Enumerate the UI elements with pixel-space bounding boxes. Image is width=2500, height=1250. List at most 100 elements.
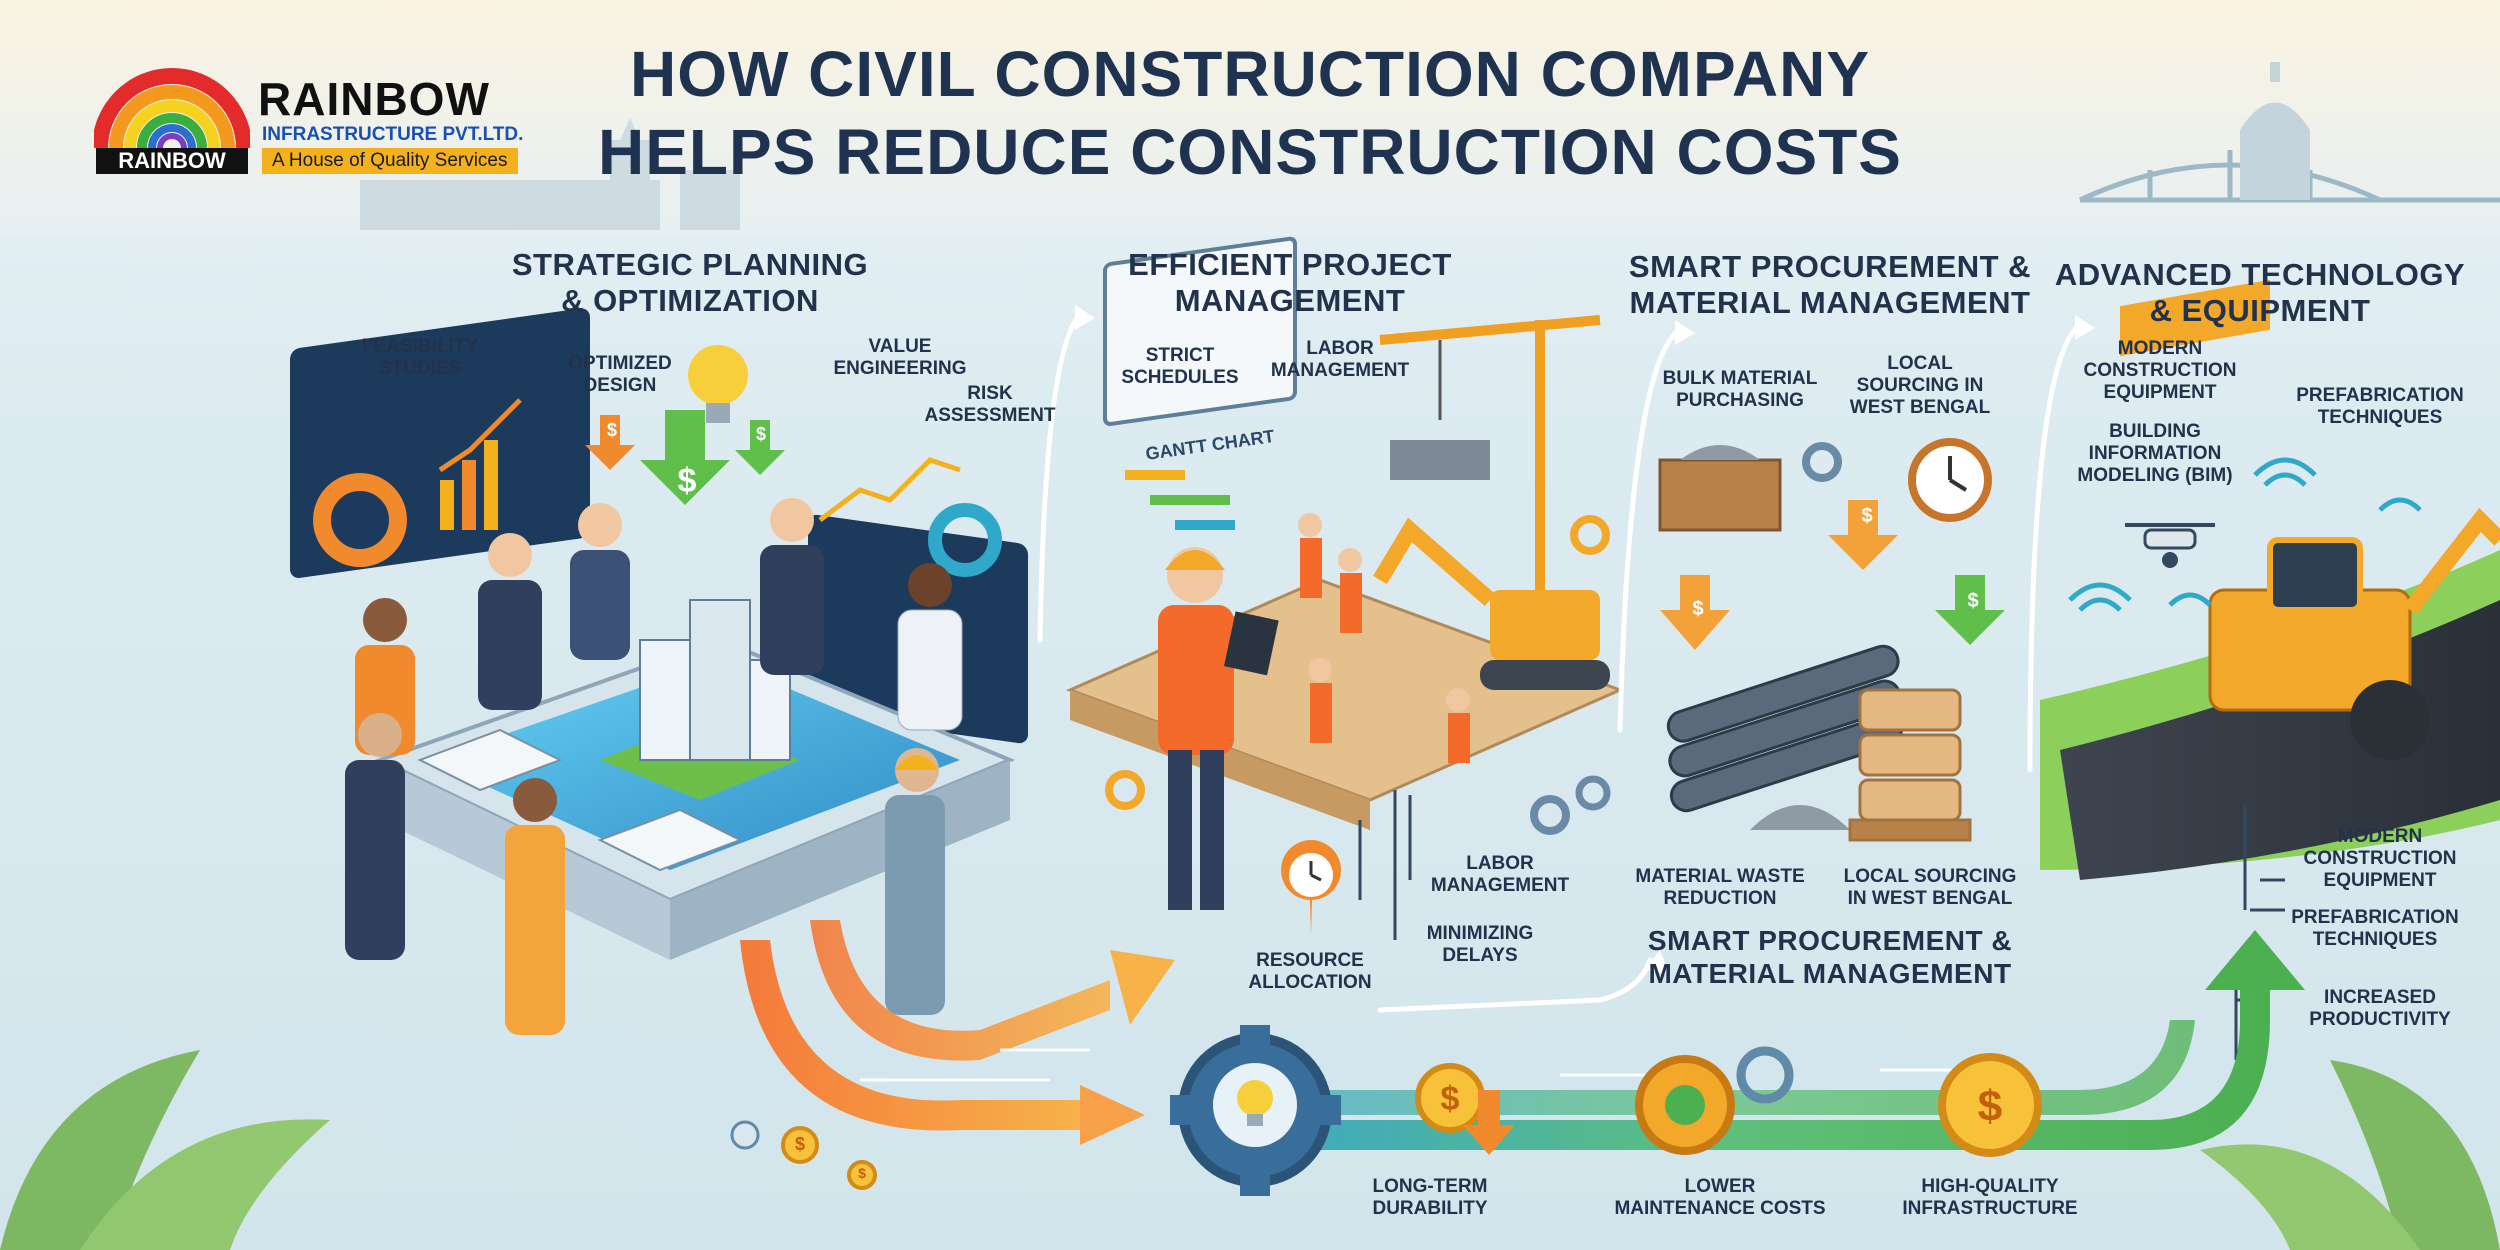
minimizing-delays-label-line-1: MINIMIZING bbox=[1426, 923, 1534, 944]
technology-scene bbox=[2040, 279, 2500, 1060]
risk-assessment-label-line-2: ASSESSMENT bbox=[924, 405, 1056, 426]
technology-heading-line-2: & EQUIPMENT bbox=[2149, 293, 2371, 328]
feasibility-label-line-1: FEASIBILITY bbox=[361, 336, 479, 357]
modern-equipment-bottom-label-line-3: EQUIPMENT bbox=[2323, 870, 2437, 891]
bulk-purchasing-label-line-2: PURCHASING bbox=[1676, 390, 1804, 411]
increased-productivity-label-line-2: PRODUCTIVITY bbox=[2309, 1009, 2451, 1030]
local-sourcing-top-label-line-3: WEST BENGAL bbox=[1849, 397, 1991, 418]
aggregate-pile bbox=[1750, 805, 1850, 830]
modern-equipment-top-label-line-3: EQUIPMENT bbox=[2103, 382, 2217, 403]
strict-schedules-label-line-1: STRICT bbox=[1145, 345, 1215, 366]
brand-subtitle: INFRASTRUCTURE PVT.LTD. bbox=[262, 124, 524, 145]
coin-down-icon bbox=[1415, 1063, 1515, 1155]
pie-chart-icon bbox=[313, 473, 407, 567]
small-coin-icons bbox=[730, 1120, 877, 1190]
project-heading-line-2: MANAGEMENT bbox=[1174, 283, 1406, 318]
gear-icon bbox=[1105, 770, 1145, 810]
prefabrication-bottom-label-line-2: TECHNIQUES bbox=[2312, 929, 2438, 950]
procurement-heading-line-2: MATERIAL MANAGEMENT bbox=[1629, 285, 2031, 320]
hard-hat-icon bbox=[1165, 550, 1225, 570]
value-engineering-label-line-1: VALUE bbox=[868, 336, 932, 357]
foliage-decoration bbox=[0, 1050, 2500, 1250]
wifi-signal-icon bbox=[2068, 457, 2422, 612]
increased-productivity-label-line-1: INCREASED bbox=[2324, 987, 2436, 1008]
currency-icon: $ bbox=[1977, 1082, 2003, 1131]
procurement-repeat-heading-line-1: SMART PROCUREMENT & bbox=[1647, 925, 2013, 956]
value-engineering-label-line-2: ENGINEERING bbox=[833, 358, 967, 379]
labor-management-top-label-line-2: MANAGEMENT bbox=[1270, 360, 1410, 381]
quality-label-line-2: INFRASTRUCTURE bbox=[1902, 1198, 2078, 1219]
strict-schedules-label-line-2: SCHEDULES bbox=[1121, 367, 1239, 388]
modern-equipment-top-label-line-1: MODERN bbox=[2117, 338, 2203, 359]
cost-down-arrow-icon bbox=[1660, 575, 1730, 650]
cost-down-arrow-icon bbox=[585, 415, 635, 470]
labor-management-bottom-label-line-1: LABOR bbox=[1466, 853, 1534, 874]
optimized-design-label-line-1: OPTIMIZED bbox=[568, 353, 672, 374]
foreman-with-tablet bbox=[1158, 547, 1279, 910]
currency-icon: $ bbox=[1967, 590, 1979, 612]
maintenance-label-line-1: LOWER bbox=[1684, 1176, 1756, 1197]
planning-scene bbox=[290, 308, 1028, 1035]
modern-equipment-top-label-line-2: CONSTRUCTION bbox=[2083, 360, 2237, 381]
currency-icon: $ bbox=[755, 424, 766, 444]
connector-arrowheads bbox=[1075, 305, 2095, 975]
bim-label-line-2: INFORMATION bbox=[2088, 443, 2222, 464]
resource-allocation-label-line-2: ALLOCATION bbox=[1248, 972, 1372, 993]
brand-name: RAINBOW bbox=[258, 73, 490, 125]
cement-bags-stack bbox=[1848, 688, 1972, 842]
procurement-scene bbox=[1658, 438, 2005, 842]
hard-hat-icon bbox=[895, 755, 939, 770]
local-sourcing-top-label-line-2: SOURCING IN bbox=[1856, 375, 1984, 396]
minimizing-delays-label-line-2: DELAYS bbox=[1442, 945, 1518, 966]
rainbow-logo-icon bbox=[94, 68, 250, 149]
procurement-repeat-heading-line-2: MATERIAL MANAGEMENT bbox=[1648, 958, 2012, 989]
city-skyline-left bbox=[360, 118, 740, 230]
road-paver-machine bbox=[2120, 279, 2500, 760]
waste-reduction-label-line-2: REDUCTION bbox=[1663, 888, 1777, 909]
planning-heading-line-1: STRATEGIC PLANNING bbox=[511, 247, 869, 282]
waste-reduction-label-line-1: MATERIAL WASTE bbox=[1635, 866, 1805, 887]
currency-icon: $ bbox=[858, 1165, 866, 1181]
coin-icon bbox=[1938, 1053, 2042, 1157]
gear-icon bbox=[1570, 515, 1610, 555]
cost-down-arrow-icon bbox=[1828, 500, 1898, 570]
durability-label-line-2: DURABILITY bbox=[1372, 1198, 1488, 1219]
maintenance-gear-icon bbox=[1635, 1046, 1794, 1155]
main-title-line-2: HELPS REDUCE CONSTRUCTION COSTS bbox=[598, 116, 1902, 188]
local-sourcing-bottom-label-line-1: LOCAL SOURCING bbox=[1843, 866, 2017, 887]
currency-icon: $ bbox=[677, 462, 697, 500]
excavator bbox=[1373, 517, 1610, 690]
clock-icon bbox=[1908, 438, 1992, 522]
currency-icon: $ bbox=[606, 420, 617, 440]
local-sourcing-top-label-line-1: LOCAL bbox=[1887, 353, 1953, 374]
bulk-purchasing-label-line-1: BULK MATERIAL bbox=[1662, 368, 1818, 389]
drone-icon bbox=[2125, 523, 2215, 568]
planning-heading-line-2: & OPTIMIZATION bbox=[561, 283, 819, 318]
cost-down-arrow-icon bbox=[640, 410, 730, 505]
durability-label-line-1: LONG-TERM bbox=[1372, 1176, 1488, 1197]
currency-icon: $ bbox=[1861, 505, 1873, 527]
bim-label-line-1: BUILDING bbox=[2109, 421, 2201, 442]
tower-crane bbox=[1379, 315, 1601, 620]
quality-label-line-1: HIGH-QUALITY bbox=[1921, 1176, 2059, 1197]
labor-management-bottom-label-line-2: MANAGEMENT bbox=[1430, 875, 1570, 896]
currency-icon: $ bbox=[1692, 598, 1704, 620]
labor-management-top-label-line-1: LABOR bbox=[1306, 338, 1374, 359]
cost-down-arrow-icon bbox=[735, 420, 785, 475]
hologram-buildings bbox=[600, 599, 800, 800]
local-sourcing-bottom-label-line-2: IN WEST BENGAL bbox=[1847, 888, 2013, 909]
optimized-design-label-line-2: DESIGN bbox=[583, 375, 657, 396]
bim-label-line-3: MODELING (BIM) bbox=[2077, 465, 2233, 486]
gantt-chart-board bbox=[1103, 236, 1297, 426]
prefabrication-bottom-label-line-1: PREFABRICATION bbox=[2291, 907, 2459, 928]
dome-building-icon bbox=[2240, 62, 2310, 200]
technology-heading-line-1: ADVANCED TECHNOLOGY bbox=[2054, 257, 2466, 292]
section-connector-arrows bbox=[1037, 312, 2083, 1013]
lightbulb-icon bbox=[688, 345, 748, 423]
brand-tagline: A House of Quality Services bbox=[262, 148, 518, 174]
cost-down-arrow-icon bbox=[1935, 575, 2005, 645]
gear-icon bbox=[1802, 442, 1842, 482]
material-crate bbox=[1658, 458, 1782, 532]
